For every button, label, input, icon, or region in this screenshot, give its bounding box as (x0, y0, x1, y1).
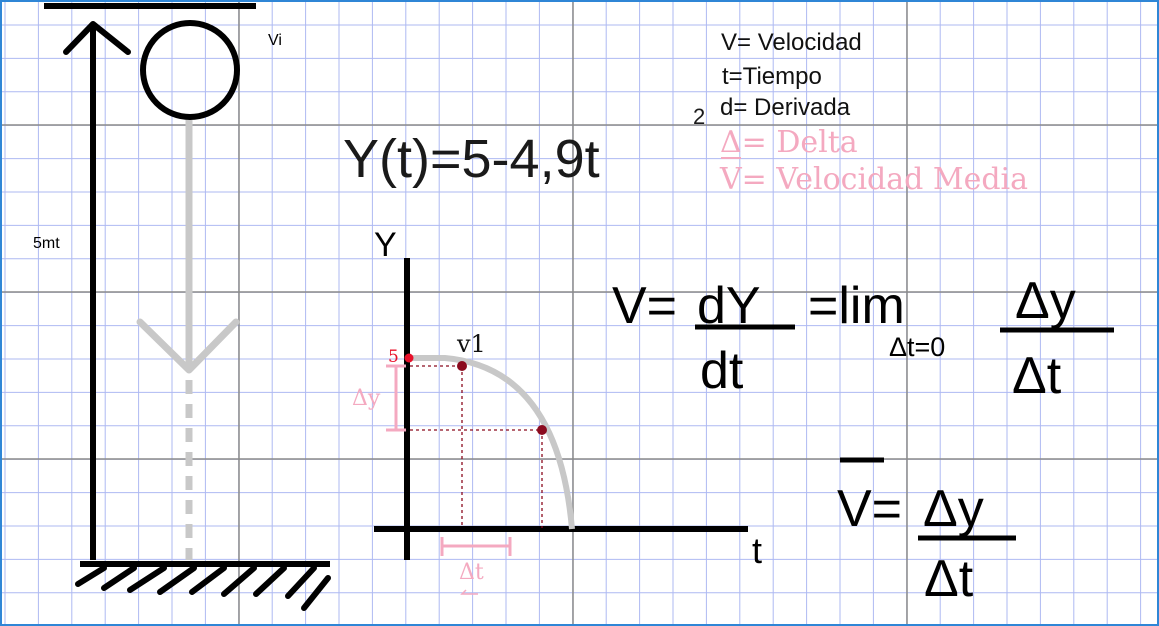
inst-velocity-lim-subscript: Δt=0 (889, 332, 945, 362)
legend-mean-velocity: V= Velocidad Media (719, 162, 1028, 197)
ground-hatching (75, 565, 331, 611)
point-v1-label: v1 (456, 330, 486, 358)
y-intercept-point (404, 353, 414, 363)
delta-y-label: Δy (352, 386, 381, 411)
position-curve (410, 355, 575, 530)
guide-lines (410, 365, 543, 528)
mean-velocity-denominator: Δt (924, 550, 974, 608)
graph-y-axis-label: Y (374, 226, 397, 264)
inst-velocity-denominator: dt (700, 342, 744, 400)
inst-velocity-lhs: V= (612, 277, 677, 335)
inst-velocity-delta-den: Δt (1012, 347, 1062, 405)
position-equation: Y(t)=5-4,9t (343, 129, 600, 189)
inst-velocity-lim: =lim (808, 277, 905, 335)
mean-velocity-lhs: V= (837, 480, 902, 538)
inst-velocity-delta-num: Δy (1015, 272, 1076, 330)
point-v2 (537, 425, 547, 435)
position-exponent: 2 (693, 104, 705, 129)
delta-t-bracket (440, 537, 512, 556)
graph-x-axis-label: t (752, 530, 762, 571)
y-tick-5: 5 (388, 347, 399, 367)
delta-t-arrow-icon (460, 589, 478, 595)
delta-y-bracket (386, 364, 406, 432)
legend-delta: Δ= Delta (720, 125, 858, 160)
delta-t-label: Δt (459, 560, 484, 585)
mean-velocity-numerator: Δy (923, 480, 984, 538)
legend-derivative: d= Derivada (720, 94, 851, 121)
fall-arrowhead (136, 318, 240, 374)
height-arrowhead (63, 21, 131, 55)
point-v1 (457, 361, 467, 371)
legend-velocity: V= Velocidad (721, 29, 862, 56)
height-label: 5mt (33, 235, 60, 252)
legend-time: t=Tiempo (722, 63, 822, 90)
ball (140, 20, 240, 120)
initial-velocity-label: Vi (268, 32, 282, 49)
